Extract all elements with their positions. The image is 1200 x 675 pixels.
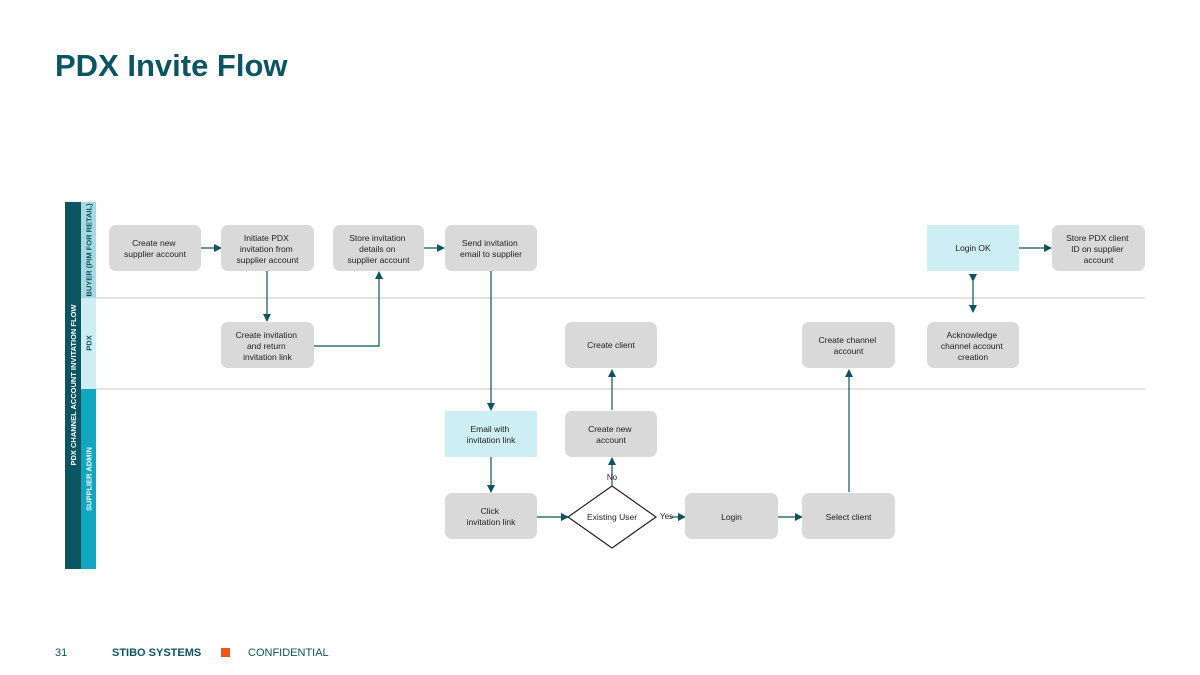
node-click-invitation-link: Click invitation link xyxy=(445,493,537,539)
page-number: 31 xyxy=(55,647,68,659)
svg-text:Acknowledge channel acco: Acknowledge channel account creation xyxy=(941,330,1005,362)
svg-text:Login: Login xyxy=(721,512,742,522)
svg-text:Existing User: Existing User xyxy=(587,512,637,522)
connectors xyxy=(201,244,1052,521)
page-title: PDX Invite Flow xyxy=(55,48,288,83)
node-select-client: Select client xyxy=(802,493,895,539)
lane-supplier-band xyxy=(81,389,96,569)
svg-text:Email with invitation li: Email with invitation link xyxy=(467,424,516,445)
svg-text:Click invitation link: Click invitation link xyxy=(467,506,516,527)
node-send-invitation-email: Send invitation email to supplier xyxy=(445,225,537,271)
node-store-pdx-client-id: Store PDX client ID on supplier account xyxy=(1052,225,1145,271)
yes-label: Yes xyxy=(660,512,673,521)
lane-label-outer: PDX CHANNEL ACCOUNT INVITATION FLOW xyxy=(69,304,78,466)
node-create-new-account: Create new account xyxy=(565,411,657,457)
node-create-channel-account: Create channel account xyxy=(802,322,895,368)
svg-text:Create new supplier acco: Create new supplier account xyxy=(124,238,187,259)
lane-outer-band xyxy=(65,202,81,569)
svg-text:Create new account: Create new account xyxy=(588,424,634,445)
lane-label-buyer: BUYER (PIM FOR RETAIL) xyxy=(85,203,94,297)
svg-text:Store invitation details: Store invitation details on supplier acc… xyxy=(348,233,411,265)
node-store-invitation-details: Store invitation details on supplier acc… xyxy=(333,225,424,271)
decision-existing-user: Existing User xyxy=(566,485,658,549)
no-label: No xyxy=(607,473,618,482)
lane-buyer-band xyxy=(81,202,96,298)
svg-text:Send invitation email to: Send invitation email to supplier xyxy=(460,238,522,259)
node-email-with-invitation-link: Email with invitation link xyxy=(445,411,537,457)
node-login: Login xyxy=(685,493,778,539)
svg-text:Create invitation and re: Create invitation and return invitation … xyxy=(236,330,300,362)
svg-text:Login OK: Login OK xyxy=(955,243,991,253)
lane-pdx-band xyxy=(81,298,96,389)
confidential-label: CONFIDENTIAL xyxy=(248,647,329,659)
svg-text:Create channel account: Create channel account xyxy=(818,335,878,356)
node-create-invitation-link: Create invitation and return invitation … xyxy=(221,322,314,368)
node-create-supplier-account: Create new supplier account xyxy=(109,225,201,271)
node-acknowledge-channel-account: Acknowledge channel account creation xyxy=(927,322,1019,368)
lane-label-supplier: SUPPLIER ADMIN xyxy=(85,447,94,511)
svg-text:Select client: Select client xyxy=(826,512,872,522)
svg-text:Initiate PDX invitation: Initiate PDX invitation from supplier ac… xyxy=(237,233,300,265)
node-create-client: Create client xyxy=(565,322,657,368)
node-login-ok: Login OK xyxy=(927,225,1019,271)
company-name: STIBO SYSTEMS xyxy=(112,647,202,659)
node-initiate-pdx-invitation: Initiate PDX invitation from supplier ac… xyxy=(221,225,314,271)
lane-label-pdx: PDX xyxy=(85,335,94,350)
svg-text:Store PDX client ID on s: Store PDX client ID on supplier account xyxy=(1066,233,1131,265)
svg-text:Create client: Create client xyxy=(587,340,635,350)
arrow-create-invitation-to-store xyxy=(314,271,383,347)
brand-square-icon xyxy=(221,648,230,657)
